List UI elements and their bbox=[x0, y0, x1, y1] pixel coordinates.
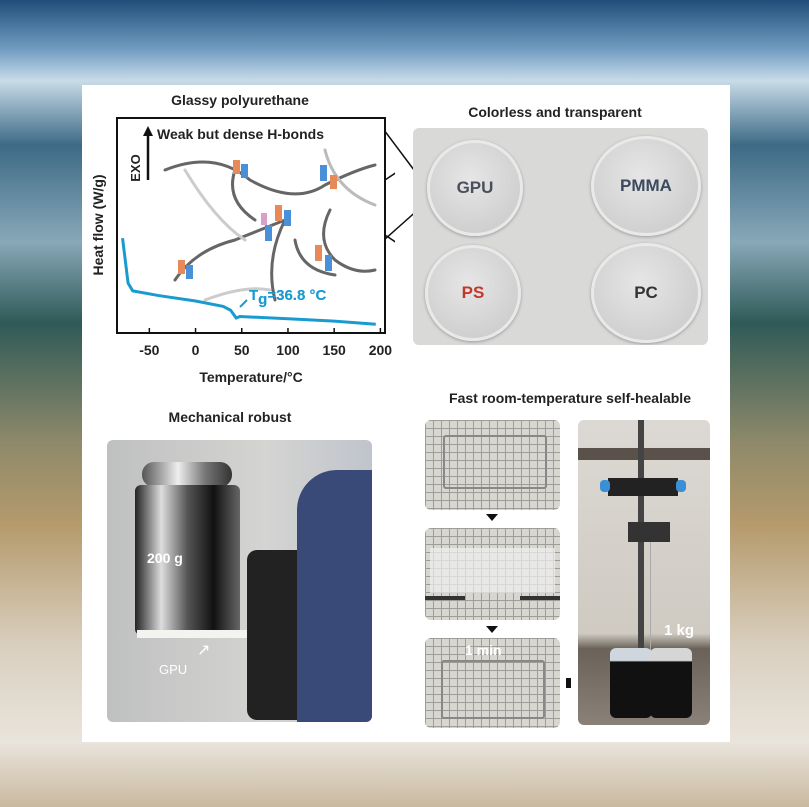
tg-annotation-parts: Tg=36.8 °C bbox=[249, 287, 326, 308]
healing-step-healed: 1 min bbox=[425, 638, 560, 728]
x-tick-label: -50 bbox=[139, 342, 159, 358]
load-label: 1 kg bbox=[664, 622, 695, 639]
tg-pointer-icon bbox=[239, 299, 248, 308]
tg-annotation: Tg=36.8 °C bbox=[249, 287, 326, 308]
y-axis-label: Heat flow (W/g) bbox=[90, 174, 106, 275]
exo-label: EXO bbox=[128, 154, 143, 181]
sample-disc-gpu: GPU bbox=[427, 140, 523, 236]
weight-200g bbox=[135, 485, 240, 635]
gpu-strip bbox=[137, 630, 277, 638]
polymer-network-illustration bbox=[163, 148, 377, 302]
inset-label: Weak but dense H-bonds bbox=[157, 126, 324, 142]
x-tick-label: 150 bbox=[322, 342, 346, 358]
x-tick-label: 100 bbox=[276, 342, 300, 358]
x-tick-label: 200 bbox=[369, 342, 393, 358]
clamp-body bbox=[297, 470, 372, 722]
dsc-chart: EXO Weak but dense H-bonds Tg=36.8 °C Tg… bbox=[90, 117, 395, 385]
down-arrow-icon bbox=[486, 514, 498, 521]
x-tick-label: 0 bbox=[192, 342, 200, 358]
gpu-label: GPU bbox=[159, 662, 188, 677]
sample-disc-pmma: PMMA bbox=[591, 136, 701, 236]
transparency-photo: GPU PMMA PS PC bbox=[413, 128, 708, 345]
right-arrow-icon bbox=[566, 678, 571, 688]
healing-title: Fast room-temperature self-healable bbox=[449, 390, 691, 406]
dsc-title: Glassy polyurethane bbox=[171, 92, 309, 108]
mechanical-photo: 200 g ↗ GPU bbox=[107, 440, 372, 722]
healing-step-cut bbox=[425, 528, 560, 620]
sample-disc-ps: PS bbox=[425, 245, 521, 341]
time-label: 1 min bbox=[465, 642, 502, 658]
sample-disc-pc: PC bbox=[591, 243, 701, 343]
x-axis-label: Temperature/°C bbox=[199, 369, 302, 385]
weight-label: 200 g bbox=[147, 550, 183, 566]
healing-step-original bbox=[425, 420, 560, 510]
down-arrow-icon bbox=[486, 626, 498, 633]
weight-knob bbox=[142, 462, 232, 487]
x-tick-label: 50 bbox=[234, 342, 250, 358]
gpu-pointer-icon: ↗ bbox=[197, 642, 211, 659]
plot-frame bbox=[116, 117, 386, 334]
transparency-title: Colorless and transparent bbox=[468, 104, 642, 120]
load-test-photo: 1 kg bbox=[578, 420, 710, 725]
mechanical-title: Mechanical robust bbox=[168, 409, 292, 425]
dsc-curve bbox=[121, 238, 376, 326]
